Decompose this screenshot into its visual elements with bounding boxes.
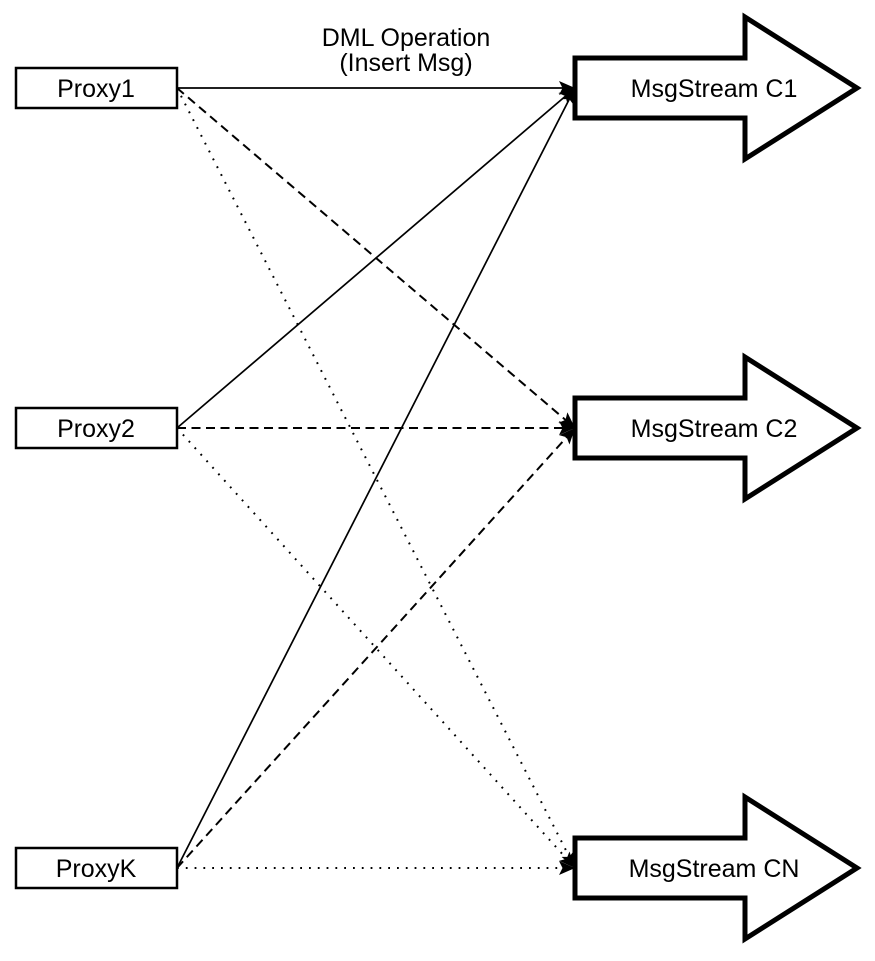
node-proxy2: Proxy2: [14, 406, 179, 450]
msgstream-cn-arrow-shape: [572, 792, 862, 944]
proxy2-box: [14, 406, 179, 450]
proxy2-label: Proxy2: [57, 415, 135, 443]
edge-proxyK-to-stream1-solid: [176, 87, 576, 869]
proxy1-box: [14, 66, 179, 110]
node-msgstream-c2: MsgStream C2: [572, 352, 862, 504]
edge-proxy1-to-stream2-dashed: [176, 87, 576, 429]
proxyK-box: [14, 846, 179, 890]
msgstream-c2-label: MsgStream C2: [631, 415, 798, 443]
node-msgstream-cn: MsgStream CN: [572, 792, 862, 944]
edge-label-line2: (Insert Msg): [339, 49, 472, 77]
edge-label-line1: DML Operation: [322, 24, 491, 52]
proxy1-label: Proxy1: [57, 75, 135, 103]
msgstream-cn-label: MsgStream CN: [629, 855, 800, 883]
node-msgstream-c1: MsgStream C1: [572, 12, 862, 164]
node-proxyK: ProxyK: [14, 846, 179, 890]
edge-layer: [176, 81, 576, 875]
msgstream-c2-arrow-shape: [572, 352, 862, 504]
msgstream-c1-label: MsgStream C1: [631, 75, 798, 103]
proxyK-label: ProxyK: [56, 855, 137, 883]
edge-proxyK-to-stream2-dashed: [176, 427, 576, 869]
edge-proxy2-to-streamN-dotted: [176, 427, 576, 869]
edge-label-dml-operation: DML Operation (Insert Msg): [322, 24, 491, 77]
msgstream-c1-arrow-shape: [572, 12, 862, 164]
node-proxy1: Proxy1: [14, 66, 179, 110]
